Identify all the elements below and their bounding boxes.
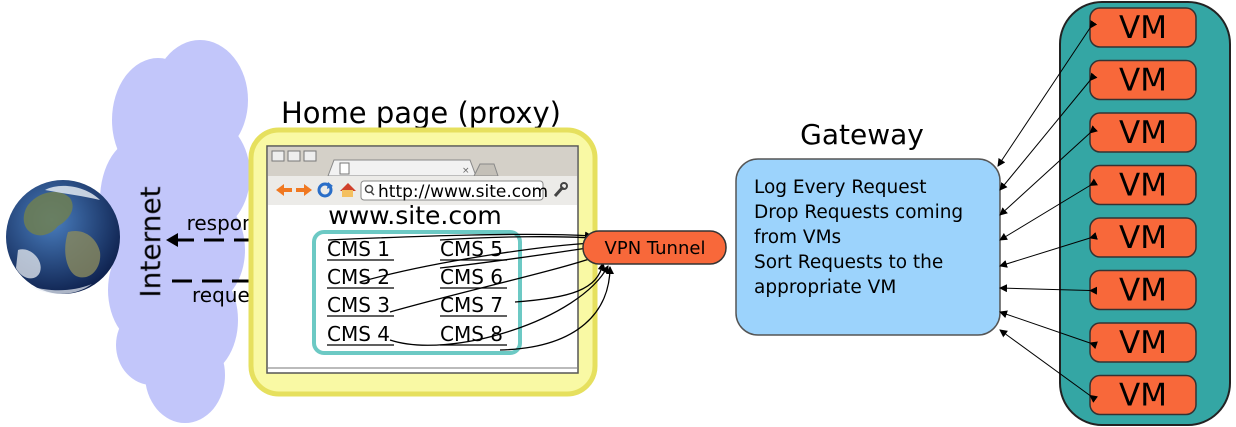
vm-gateway-link (999, 329, 1099, 403)
vm-label: VM (1119, 220, 1167, 256)
gateway-line: Log Every Request (754, 177, 927, 198)
vm-label: VM (1119, 273, 1167, 309)
vm-box: VM (1089, 374, 1197, 416)
cms-item: CMS 1 (327, 237, 390, 261)
cms-group-box (312, 230, 522, 355)
vm-box: VM (1089, 269, 1197, 311)
cms-item: CMS 3 (327, 293, 390, 317)
proxy-title: Home page (proxy) (281, 96, 561, 130)
vpn-tunnel-label: VPN Tunnel (605, 238, 706, 259)
vm-box: VM (1089, 217, 1197, 258)
response-arrowhead (166, 233, 178, 247)
cms-to-vpn-connections (327, 231, 614, 351)
window-minimize-button[interactable] (287, 150, 301, 162)
vm-label: VM (1119, 63, 1167, 99)
home-icon[interactable] (340, 183, 356, 197)
gateway-title: Gateway (800, 118, 924, 151)
browser-tab[interactable] (327, 159, 477, 177)
wrench-icon[interactable] (553, 182, 568, 197)
internet-label: Internet (134, 186, 167, 297)
back-arrow-icon[interactable] (276, 184, 292, 196)
browser-window: × http://www.site.com (266, 145, 579, 374)
gateway-line: appropriate VM (754, 277, 896, 298)
cms-item: CMS 7 (440, 293, 503, 317)
vm-box: VM (1089, 59, 1197, 101)
vm-label: VM (1119, 10, 1167, 46)
forward-arrow-icon[interactable] (296, 184, 312, 196)
internet-cloud (100, 40, 250, 423)
vpn-tunnel (582, 230, 727, 265)
document-icon (339, 162, 350, 175)
close-icon[interactable]: × (462, 166, 470, 176)
vm-gateway-link (999, 178, 1099, 241)
search-icon (364, 184, 375, 196)
gateway-line: Sort Requests to the (754, 252, 943, 273)
vm-gateway-link (999, 284, 1098, 295)
vm-box: VM (1089, 7, 1197, 48)
vm-box: VM (1089, 322, 1197, 363)
cms-item: CMS 8 (440, 322, 503, 346)
vm-label: VM (1119, 325, 1167, 361)
gateway-line: Drop Requests coming (754, 202, 963, 223)
vm-box: VM (1089, 164, 1197, 206)
window-close-button[interactable] (271, 150, 285, 162)
vm-box: VM (1089, 112, 1197, 153)
cms-item: CMS 5 (440, 237, 503, 261)
site-heading: www.site.com (328, 201, 502, 230)
vm-gateway-link (999, 232, 1098, 268)
url-text: http://www.site.com (378, 182, 548, 202)
vm-label: VM (1119, 115, 1167, 151)
window-maximize-button[interactable] (303, 150, 317, 162)
gateway-line: from VMs (754, 227, 841, 248)
reload-icon[interactable] (317, 182, 333, 198)
globe-icon (6, 180, 120, 295)
vm-label: VM (1119, 378, 1167, 414)
cms-item: CMS 4 (327, 322, 390, 346)
url-bar[interactable] (360, 180, 544, 201)
vm-label: VM (1119, 168, 1167, 204)
